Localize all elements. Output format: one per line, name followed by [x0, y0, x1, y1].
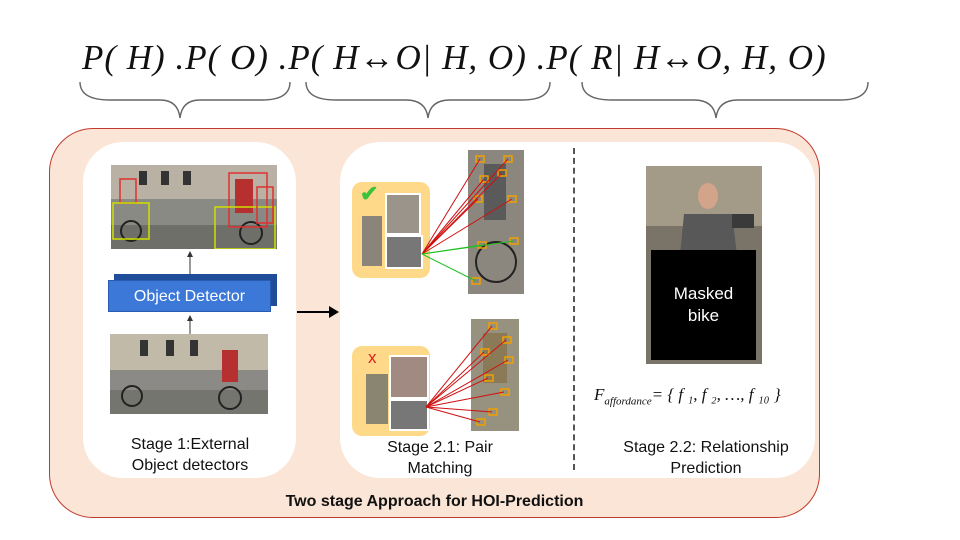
nomatch-lines [425, 325, 509, 423]
cross-icon: x [368, 348, 377, 367]
stage1-caption: Stage 1:External Object detectors [130, 436, 250, 474]
arrow-up-bottom [187, 315, 193, 334]
approach-title: Two stage Approach for HOI-Prediction [285, 493, 584, 510]
matched-crops [362, 193, 423, 269]
stage22-caption: Stage 2.2: Relationship Prediction [623, 439, 789, 477]
nomatch-target-image [471, 319, 519, 431]
check-icon: ✔ [360, 181, 379, 206]
formula-braces [79, 81, 869, 119]
match-target-image [468, 150, 524, 294]
match-lines [421, 158, 515, 282]
arrow-up-top [187, 251, 193, 278]
object-detector-block: Object Detector [108, 280, 271, 312]
stage21-caption: Stage 2.1: Pair Matching [387, 439, 493, 477]
stage-divider [573, 148, 575, 470]
affordance-formula: Faffordance= { f ₁, f ₂, …, f ₁₀ } [594, 385, 781, 408]
probability-formula: P( H) .P( O) .P( H↔O| H, O) .P( R| H↔O, … [82, 38, 827, 77]
unmatched-crops [366, 355, 429, 431]
detected-scene-image [111, 165, 277, 249]
input-scene-image [110, 334, 268, 414]
arrow-right [297, 306, 339, 318]
